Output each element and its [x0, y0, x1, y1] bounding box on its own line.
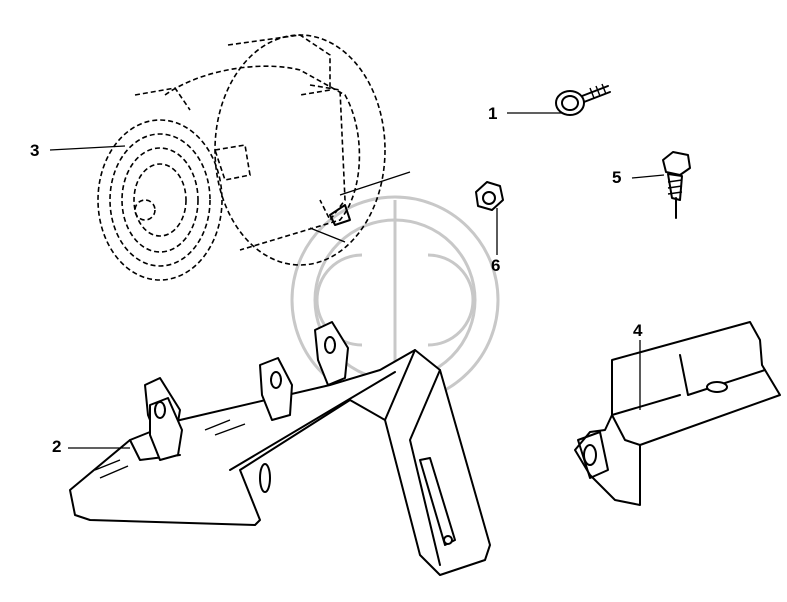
bracket-part [69, 321, 491, 576]
callout-3: 3 [30, 141, 40, 160]
callout-6: 6 [491, 256, 501, 275]
callout-4: 4 [633, 321, 643, 340]
nut-part [475, 181, 504, 211]
callout-1: 1 [488, 104, 498, 123]
leader-lines [49, 112, 665, 449]
compressor-part [97, 34, 411, 281]
callout-2: 2 [52, 437, 62, 456]
screw-part [555, 83, 611, 116]
small-bracket-part [574, 321, 781, 506]
bolt-part [662, 151, 691, 219]
callout-5: 5 [612, 168, 622, 187]
